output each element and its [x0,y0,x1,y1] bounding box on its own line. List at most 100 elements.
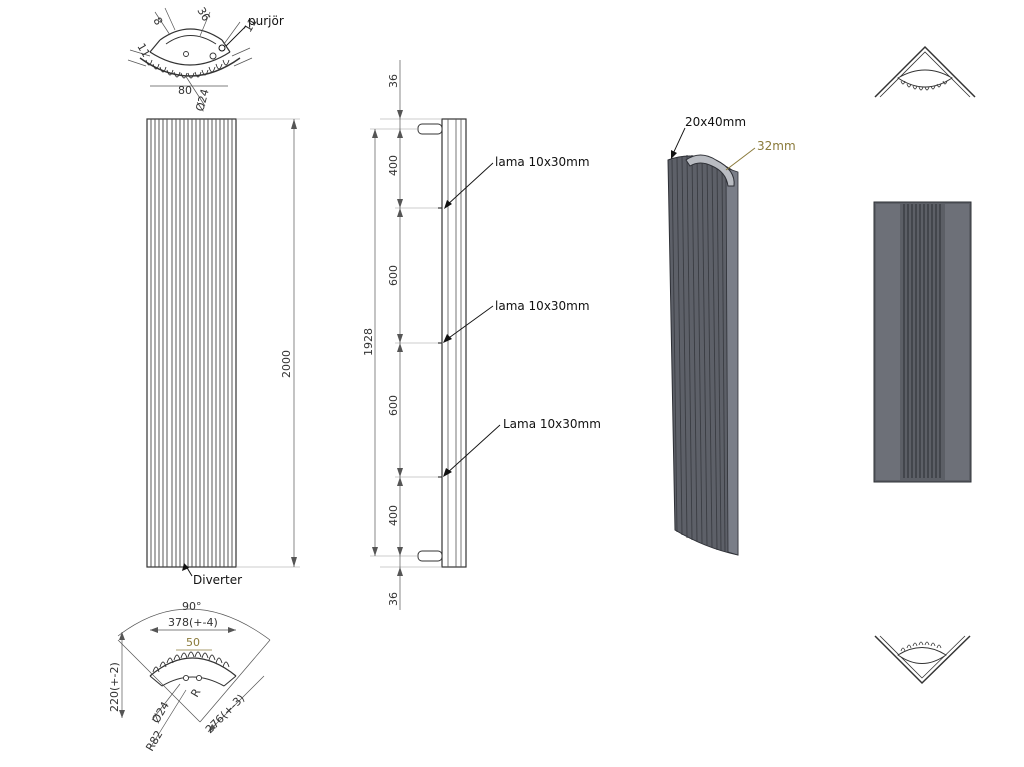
bplan-top-arc [149,657,237,677]
bplan-wall-right [199,639,271,723]
dim-11-right: 11 [241,16,259,35]
front-dim-arrow-top [291,119,297,129]
front-fins [150,119,233,567]
label-lama-3: Lama 10x30mm [503,417,601,431]
lama-leader-2 [445,305,494,341]
corner-walls-top-inner [879,51,971,98]
bplan-bottom-arc [161,676,225,687]
dim-r82: R82 [143,728,165,753]
render-fins [903,204,941,478]
iso-top-pipe [685,154,735,187]
lama-arrow-1 [444,200,452,209]
side-view: 36 400 600 600 400 36 1928 lama 10x30mm … [362,60,601,610]
dim-600-b: 600 [387,395,400,416]
profile-leader [671,127,686,157]
dim-8: 8 [150,15,165,28]
bplan-pipe-left [182,674,190,682]
top-plan-view: 8 36 11 11 80 Ø24 purjör [127,5,284,113]
plan-dimension-lines [127,7,253,107]
side-connector-top [417,123,443,135]
bplan-wall-left [117,639,201,723]
label-20x40mm: 20x40mm [685,115,746,129]
dim-400-b: 400 [387,505,400,526]
side-body [441,118,467,568]
dim-276: 276(+-3) [203,692,247,736]
plan-outer-arc [139,57,241,77]
bplan-pipe-right [195,674,203,682]
side-connector-bottom [417,550,443,562]
label-purjor: purjör [248,14,284,28]
side-extension-lines [370,118,442,568]
r82-leader [149,689,187,749]
dim-220-arrow-t [119,632,125,640]
bottom-plan-view: 90° 378(+-4) 50 220(+-2) 27 [108,600,271,754]
corner-fins-top [900,80,948,91]
label-32mm: 32mm [757,139,796,153]
render-left-panel [876,204,900,480]
dia-leader [151,683,181,721]
plan-fins [145,59,230,79]
lama-arrow-2 [443,334,452,343]
dim-276-line [207,675,265,733]
dim-220: 220(+-2) [108,662,121,712]
label-lama-2: lama 10x30mm [495,299,590,313]
lama-leader-1 [445,162,494,207]
corner-fins-bottom [900,641,942,652]
iso-fins [671,154,726,553]
dim-50: 50 [186,636,200,649]
plan-back-arc [159,28,223,41]
label-lama-1: lama 10x30mm [495,155,590,169]
dim-diameter-24-bottom: Ø24 [149,699,172,725]
corner-plan-icon-bottom [874,635,971,685]
front-view: 2000 Diverter [146,118,300,587]
render-right-panel [945,204,969,480]
dim-36-side-top: 36 [387,74,400,88]
diverter-arrow [182,563,189,571]
dim-600-a: 600 [387,265,400,286]
angle-arc [117,608,271,641]
front-outline [146,118,237,568]
plan-pipe-valve [218,44,226,52]
bplan-fins [152,651,230,673]
corner-radiator-bottom [897,647,947,664]
dim-36-top: 36 [194,5,212,24]
pipe-leader [725,147,756,171]
isometric-view: 20x40mm 32mm [667,115,796,556]
lama-leader-3 [445,424,501,475]
front-dim-arrow-bottom [291,557,297,567]
dim-378: 378(+-4) [168,616,218,629]
dim-diameter-24-top: Ø24 [193,88,211,113]
plan-pipe-right [209,52,217,60]
dim-400-a: 400 [387,155,400,176]
dim-378-arrow-r [228,627,236,633]
dim-angle-90: 90° [182,600,202,613]
purjor-leader [225,25,247,47]
plan-back-arc-inner [165,35,217,45]
bplan-right-edge [223,675,237,687]
dim-276-arrow [208,724,216,732]
lama-arrow-3 [443,468,452,477]
plan-inner-arc [149,51,231,66]
corner-walls-bottom-inner [879,635,966,679]
plan-pipe-left [183,51,189,57]
bplan-left-edge [149,675,163,687]
dim-36-side-bottom: 36 [387,592,400,606]
dim-11-left: 11 [134,41,152,60]
dim-220-arrow-b [119,710,125,718]
label-diverter: Diverter [193,573,242,587]
corner-walls-bottom [874,635,971,685]
dim-80: 80 [178,84,192,97]
plan-left-edge [149,39,161,53]
corner-radiator-top [897,69,953,88]
profile-arrow [671,150,677,159]
dim-r-small: R [188,686,203,699]
side-dim-arrows [372,110,403,576]
corner-plan-icon-top [874,45,976,98]
dim-378-arrow-l [150,627,158,633]
dim-2000: 2000 [280,350,293,378]
front-render [873,201,972,483]
dim-1928: 1928 [362,328,375,356]
iso-side-face [725,167,739,556]
corner-walls-top [874,45,976,98]
